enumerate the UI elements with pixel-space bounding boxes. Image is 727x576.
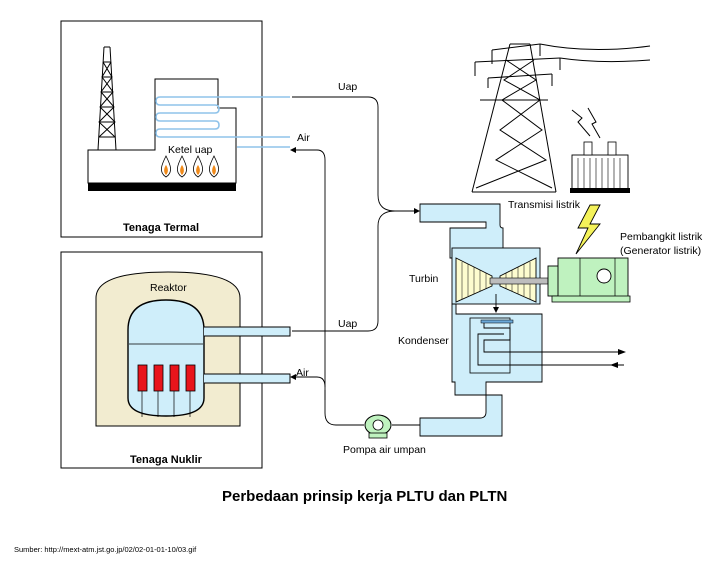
spark-icons: [571, 107, 601, 139]
lightning-icon: [575, 204, 601, 255]
transmission-label: Transmisi listrik: [508, 199, 581, 211]
transmission-tower-icon: [471, 43, 651, 193]
transformer-icon: [570, 141, 630, 193]
boiler-pipes: [218, 96, 290, 148]
fuel-rods: [137, 364, 196, 417]
boiler-label: Ketel uap: [168, 144, 213, 156]
flow-lines: [292, 96, 420, 426]
feed-pump-icon: [364, 414, 392, 439]
generator-label-line2: (Generator listrik): [620, 245, 701, 257]
flame-icons: [161, 155, 219, 178]
thermal-panel: Ketel uap Tenaga Termal: [60, 20, 263, 238]
reactor-water-pipe: [204, 373, 291, 384]
turbine-condenser: [419, 203, 626, 437]
reactor-vessel: [127, 299, 205, 417]
source-credit: Sumber: http://mext-atm.jst.go.jp/02/02-…: [14, 545, 197, 554]
flow-label-steam-bottom: Uap: [338, 318, 357, 330]
chimney-icon: [97, 46, 117, 151]
generator-label-line1: Pembangkit listrik: [620, 231, 703, 243]
diagram-caption: Perbedaan prinsip kerja PLTU dan PLTN: [222, 488, 507, 505]
generator-icon: [547, 257, 631, 303]
flow-label-water-bottom: Air: [296, 367, 309, 379]
turbine-label: Turbin: [409, 273, 439, 285]
flow-label-water-top: Air: [297, 132, 310, 144]
reactor-label: Reaktor: [150, 282, 187, 294]
boiler-tubes: [155, 96, 220, 138]
condenser-label: Kondenser: [398, 335, 449, 347]
condenser-coils: [477, 319, 624, 366]
reactor-steam-pipe: [204, 326, 291, 337]
flow-arrows: [290, 147, 420, 380]
nuclear-panel: Reaktor Tenaga Nuklir: [60, 251, 291, 469]
thermal-panel-title: Tenaga Termal: [123, 222, 199, 234]
ground-bar: [88, 183, 236, 191]
turbine-shaft: [489, 277, 549, 285]
nuclear-panel-title: Tenaga Nuklir: [130, 454, 203, 466]
flow-label-steam-top: Uap: [338, 81, 357, 93]
feed-pump-label: Pompa air umpan: [343, 444, 426, 456]
